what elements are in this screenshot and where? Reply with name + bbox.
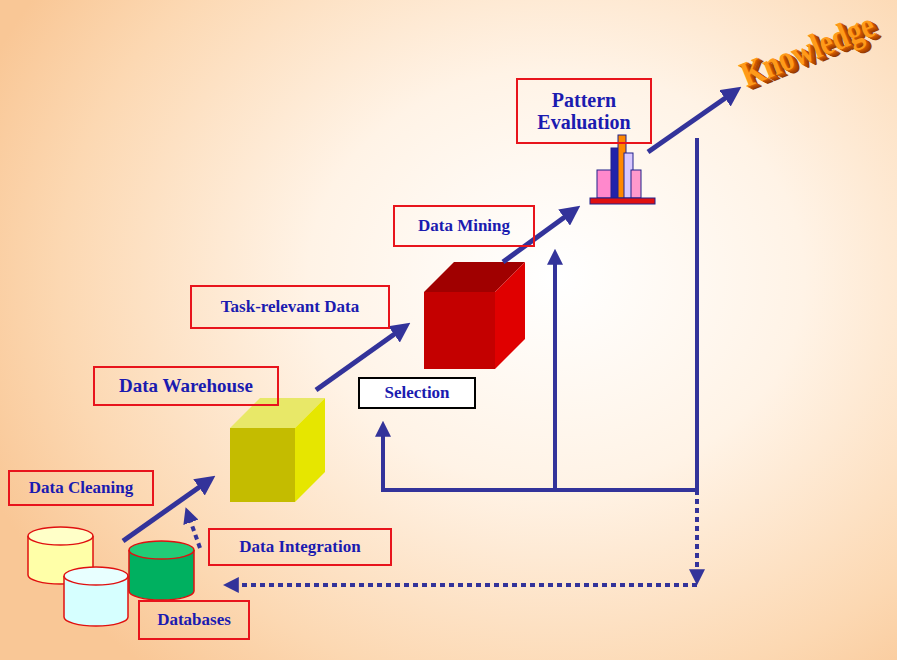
stage-box: Data Warehouse xyxy=(93,366,279,406)
warehouse-cube xyxy=(230,398,325,502)
stage-box: Data Integration xyxy=(208,528,392,566)
flow-arrows xyxy=(123,92,734,541)
selection-box: Selection xyxy=(358,377,476,409)
feedback-arrows xyxy=(188,138,697,585)
stage-label: Data Cleaning xyxy=(29,479,133,498)
task-data-cube xyxy=(424,262,525,369)
stage-box: Data Mining xyxy=(393,205,535,247)
stage-box: Task-relevant Data xyxy=(190,285,390,329)
stage-label: Data Integration xyxy=(239,538,360,557)
stage-label: Data Mining xyxy=(418,217,510,236)
stage-label: Pattern Evaluation xyxy=(526,89,642,133)
pattern-bar-chart xyxy=(590,135,655,204)
stage-label: Task-relevant Data xyxy=(221,298,359,317)
stage-label: Databases xyxy=(157,611,231,630)
stage-box: Data Cleaning xyxy=(8,470,154,506)
knowledge-word: Knowledge xyxy=(734,4,881,96)
stage-label: Data Warehouse xyxy=(119,376,253,397)
stage-label: Selection xyxy=(384,384,449,403)
stage-box: Databases xyxy=(138,600,250,640)
stage-box: Pattern Evaluation xyxy=(516,78,652,144)
